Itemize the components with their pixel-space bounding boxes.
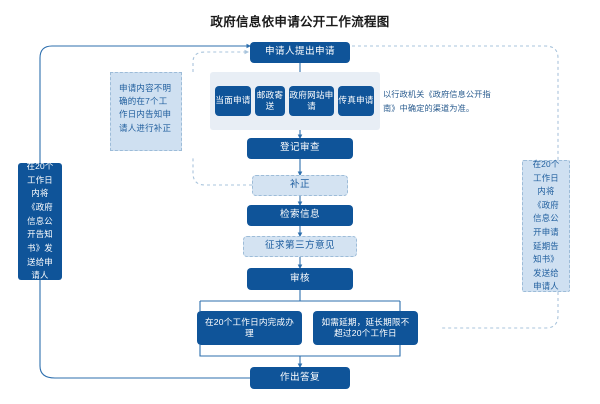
node-step-registration-review[interactable]: 登记审查 <box>247 138 353 159</box>
node-channel-fax[interactable]: 传真申请 <box>338 86 374 116</box>
node-channel-website[interactable]: 政府网站申请 <box>289 86 334 116</box>
channel-caption: 以行政机关《政府信息公开指南》中确定的渠道为准。 <box>383 90 491 113</box>
node-step-third-party-opinion[interactable]: 征求第三方意见 <box>243 236 357 257</box>
node-channel-in-person[interactable]: 当面申请 <box>215 86 251 116</box>
annotation-correction-note: 申请内容不明确的在7个工作日内告知申请人进行补正 <box>110 72 182 151</box>
node-branch-extension[interactable]: 如需延期，延长期限不超过20个工作日 <box>313 311 418 345</box>
node-step-retrieve-info[interactable]: 检索信息 <box>247 205 353 226</box>
node-channel-postal[interactable]: 邮政寄送 <box>255 86 285 116</box>
annotation-right-notice: 在20个工作日内将《政府信息公开申请延期告知书》发送给申请人 <box>522 159 570 292</box>
node-step-correction[interactable]: 补正 <box>252 175 348 196</box>
page-title: 政府信息依申请公开工作流程图 <box>210 15 390 29</box>
node-start[interactable]: 申请人提出申请 <box>250 42 350 63</box>
annotation-left-notice: 在20个工作日内将《政府信息公开告知书》发送给申请人 <box>18 161 62 280</box>
node-end-reply[interactable]: 作出答复 <box>250 367 350 389</box>
node-branch-complete-in-20-days[interactable]: 在20个工作日内完成办理 <box>197 311 302 345</box>
node-step-audit[interactable]: 审核 <box>247 268 353 290</box>
